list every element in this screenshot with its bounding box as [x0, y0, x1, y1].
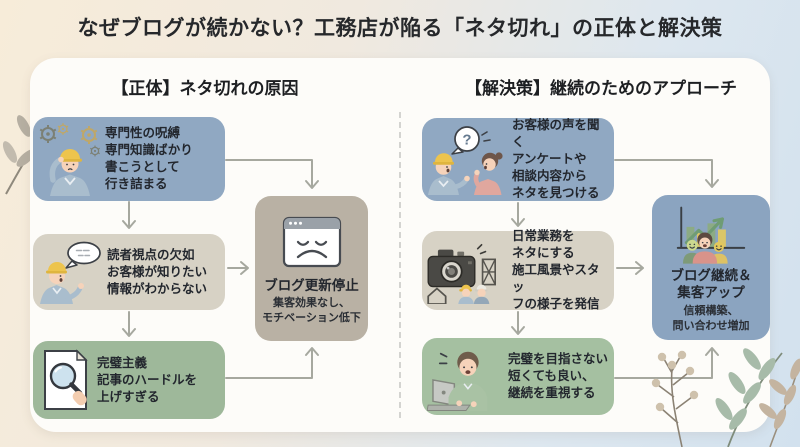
cause-text: 専門性の呪縛 専門知識ばかり 書こうとして 行き詰まる [105, 126, 193, 191]
approach-box-no-perfection: 完璧を目指さない 短くても良い、 継続を重視する [422, 338, 614, 415]
svg-text:?: ? [462, 131, 471, 148]
result-title: ブログ継続＆ 集客アップ [670, 267, 752, 301]
result-subtitle: 集客効果なし、 モチベーション低下 [262, 297, 361, 324]
cause-box-perfectionism: 完璧主義 記事のハードルを 上げすぎる [33, 341, 225, 419]
cause-text: 読者視点の欠如 お客様が知りたい 情報がわからない [107, 247, 208, 296]
botanical-decoration-icon [651, 348, 800, 447]
approach-box-customer-voice: ? お客様の声を聞く アンケートや 相談内容から ネタを見つける [422, 118, 614, 201]
page-title: なぜブログが続かない？工務店が陥る「ネタ切れ」の正体と解決策 [77, 17, 723, 40]
growth-chart-people-icon [676, 206, 746, 264]
approach-text: 日常業務を ネタにする 施工風景やスタッ フの様子を発信 [512, 229, 600, 311]
result-box-blog-stopped: ブログ更新停止 集客効果なし、 モチベーション低下 [255, 196, 368, 341]
magnifier-document-icon [44, 349, 88, 410]
laptop-person-icon [427, 351, 488, 411]
approach-text: 完璧を目指さない 短くても良い、 継続を重視する [508, 352, 609, 400]
cause-text: 完璧主義 記事のハードルを 上げすぎる [97, 355, 198, 404]
approach-box-daily-work: 日常業務を ネタにする 施工風景やスタッ フの様子を発信 [422, 229, 614, 311]
customer-conversation-icon: ? [428, 125, 503, 195]
sad-browser-icon [282, 216, 341, 267]
camera-worksite-icon [427, 243, 497, 304]
confused-worker-icon [39, 122, 101, 196]
left-section-header: 【正体】ネタ切れの原因 [111, 79, 299, 98]
cause-box-specialist-trap: 専門性の呪縛 専門知識ばかり 書こうとして 行き詰まる [33, 117, 225, 201]
result-subtitle: 信頼構築、 問い合わせ増加 [672, 305, 750, 332]
cause-box-reader-view: 読者視点の欠如 お客様が知りたい 情報がわからない [33, 234, 225, 310]
approach-text: お客様の声を聞く アンケートや 相談内容から ネタを見つける [512, 118, 600, 200]
speaking-worker-icon [40, 241, 101, 304]
result-box-blog-success: ブログ継続＆ 集客アップ 信頼構築、 問い合わせ増加 [652, 195, 770, 340]
column-divider [399, 112, 401, 418]
result-title: ブログ更新停止 [264, 277, 359, 293]
right-section-header: 【解決策】継続のためのアプローチ [465, 79, 737, 98]
